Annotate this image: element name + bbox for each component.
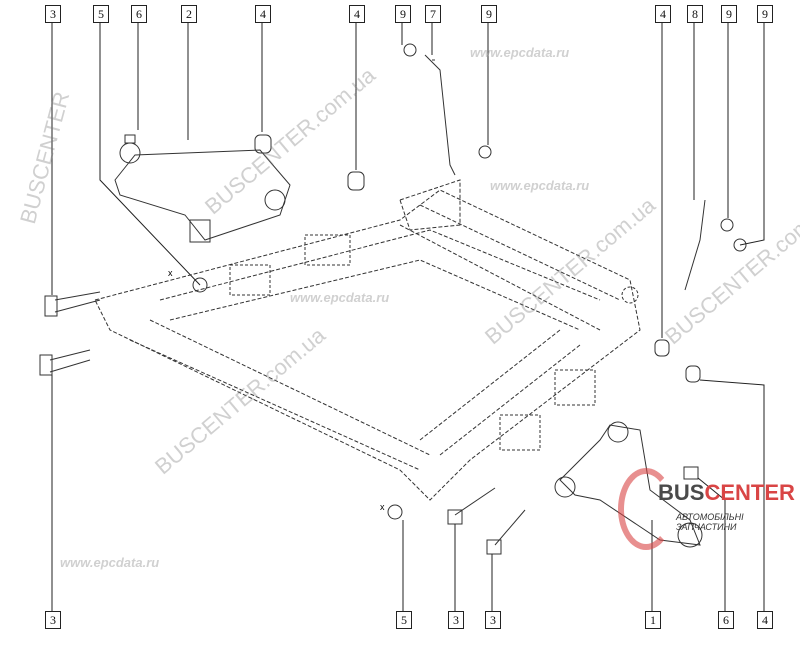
callout-top-7: 7 <box>425 5 441 23</box>
callout-bottom-3: 3 <box>485 611 501 629</box>
nut-6 <box>124 134 136 144</box>
upper-control-arm <box>114 134 291 243</box>
callout-bottom-5: 6 <box>718 611 734 629</box>
mounts <box>229 234 639 451</box>
callout-top-3: 2 <box>181 5 197 23</box>
axis-mark-x: x <box>380 502 385 512</box>
callout-top-10: 8 <box>687 5 703 23</box>
callout-top-1: 5 <box>93 5 109 23</box>
callout-top-8: 9 <box>481 5 497 23</box>
lower-control-arm <box>554 421 703 548</box>
ball-joint-upper <box>119 142 141 164</box>
nuts <box>192 43 747 520</box>
callout-bottom-0: 3 <box>45 611 61 629</box>
bushings <box>254 134 701 383</box>
logo-mark <box>618 468 674 550</box>
bolts <box>39 291 526 555</box>
callout-top-9: 4 <box>655 5 671 23</box>
callout-bottom-4: 1 <box>645 611 661 629</box>
callout-top-2: 6 <box>131 5 147 23</box>
callout-bottom-2: 3 <box>448 611 464 629</box>
callout-top-12: 9 <box>757 5 773 23</box>
callout-top-4: 4 <box>255 5 271 23</box>
callout-top-6: 9 <box>395 5 411 23</box>
logo-title: BUSCENTER <box>658 480 795 505</box>
axis-mark-x: x <box>168 268 173 278</box>
callout-bottom-1: 5 <box>396 611 412 629</box>
callout-top-11: 9 <box>721 5 737 23</box>
logo-subtitle: АВТОМОБІЛЬНІ ЗАПЧАСТИНИ <box>676 512 744 532</box>
callout-bottom-6: 4 <box>757 611 773 629</box>
stabilizer-links <box>424 54 706 291</box>
callout-top-0: 3 <box>45 5 61 23</box>
leader-lines <box>51 22 765 612</box>
subframe <box>94 179 641 501</box>
callout-top-5: 4 <box>349 5 365 23</box>
buscenter-logo: BUSCENTER АВТОМОБІЛЬНІ ЗАПЧАСТИНИ <box>618 468 798 550</box>
